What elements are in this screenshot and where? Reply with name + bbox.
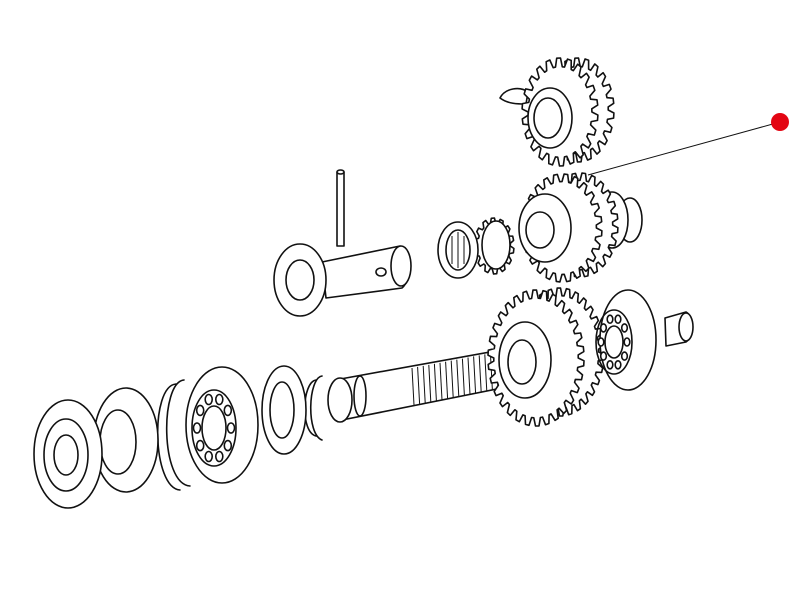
- bearing-ball: [195, 439, 205, 452]
- upper-middle-gear: [518, 172, 643, 283]
- bearing-ball: [195, 404, 205, 417]
- small-pinion-assembly: [437, 217, 515, 279]
- callout-leader: [587, 113, 789, 176]
- bearing-ball: [606, 359, 614, 370]
- top-gear: [499, 57, 615, 167]
- bearing-ball: [620, 323, 629, 333]
- bearing-ball: [599, 323, 608, 333]
- bearing-ball: [599, 351, 608, 361]
- callout-marker[interactable]: [771, 113, 789, 131]
- bearing-ball: [226, 422, 236, 434]
- left-bearing-stack: [33, 365, 323, 509]
- bearing-ball: [614, 314, 622, 325]
- bearing-ball: [620, 351, 629, 361]
- bearing-ball: [204, 393, 213, 406]
- large-mainshaft-gear: [487, 287, 605, 427]
- pin-spacer-shaft: [273, 169, 412, 317]
- bearing-ball: [614, 359, 622, 370]
- bearing-ball: [597, 337, 605, 347]
- right-bearing: [595, 289, 694, 391]
- bearing-ball: [192, 422, 202, 434]
- bearing-ball: [215, 450, 224, 463]
- bearing-ball: [606, 314, 614, 325]
- bearing-ball: [204, 450, 213, 463]
- bearing-ball: [223, 404, 233, 417]
- bearing-ball: [215, 393, 224, 406]
- bearing-ball: [623, 337, 631, 347]
- bearing-ball: [223, 439, 233, 452]
